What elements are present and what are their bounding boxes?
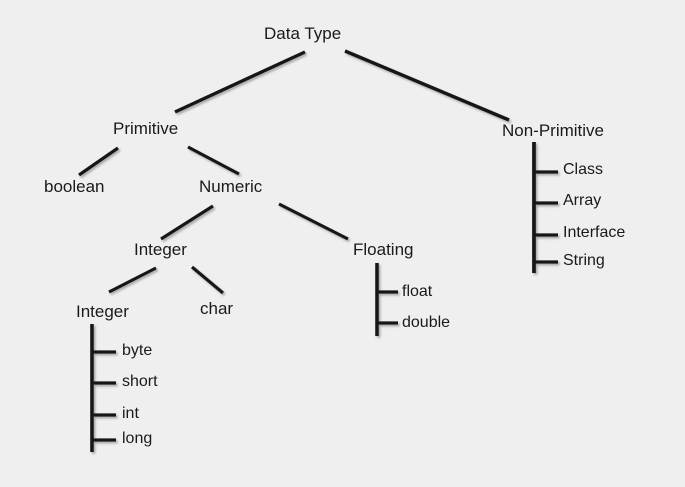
node-boolean: boolean [44, 177, 105, 196]
node-floating: Floating [353, 240, 414, 259]
leaf-long: long [122, 430, 153, 447]
node-data-type: Data Type [264, 24, 342, 43]
edge-numeric-to-integer [160, 204, 214, 241]
leaf-float: float [402, 283, 433, 300]
edges-root [174, 49, 510, 122]
edge-integer-to-integer-group [108, 266, 157, 294]
leaf-array: Array [563, 192, 602, 209]
leaf-interface: Interface [563, 224, 626, 241]
edges-integer-parent [108, 265, 225, 295]
node-numeric: Numeric [199, 177, 263, 196]
leaf-string: String [563, 252, 605, 269]
leaf-byte: byte [122, 342, 153, 359]
edge-datatype-to-primitive [174, 50, 306, 114]
edge-primitive-to-boolean [78, 146, 119, 177]
edge-numeric-to-floating [278, 202, 349, 241]
leaf-int: int [122, 405, 139, 422]
edge-datatype-to-nonprimitive [344, 49, 510, 122]
node-integer-parent: Integer [134, 240, 187, 259]
edges-numeric [160, 202, 349, 241]
leaf-short: short [122, 373, 158, 390]
node-primitive: Primitive [113, 119, 179, 138]
edge-integer-to-char [190, 265, 225, 295]
leaf-double: double [402, 314, 451, 331]
leaf-class: Class [563, 161, 604, 178]
bracket-integer-types [90, 324, 116, 452]
edges-primitive [78, 145, 240, 177]
node-char: char [200, 299, 234, 318]
bracket-nonprimitive-types [532, 142, 558, 273]
node-integer-group: Integer [76, 302, 129, 321]
bracket-floating-types [375, 263, 398, 336]
edge-primitive-to-numeric [187, 145, 240, 176]
node-non-primitive: Non-Primitive [502, 121, 605, 140]
